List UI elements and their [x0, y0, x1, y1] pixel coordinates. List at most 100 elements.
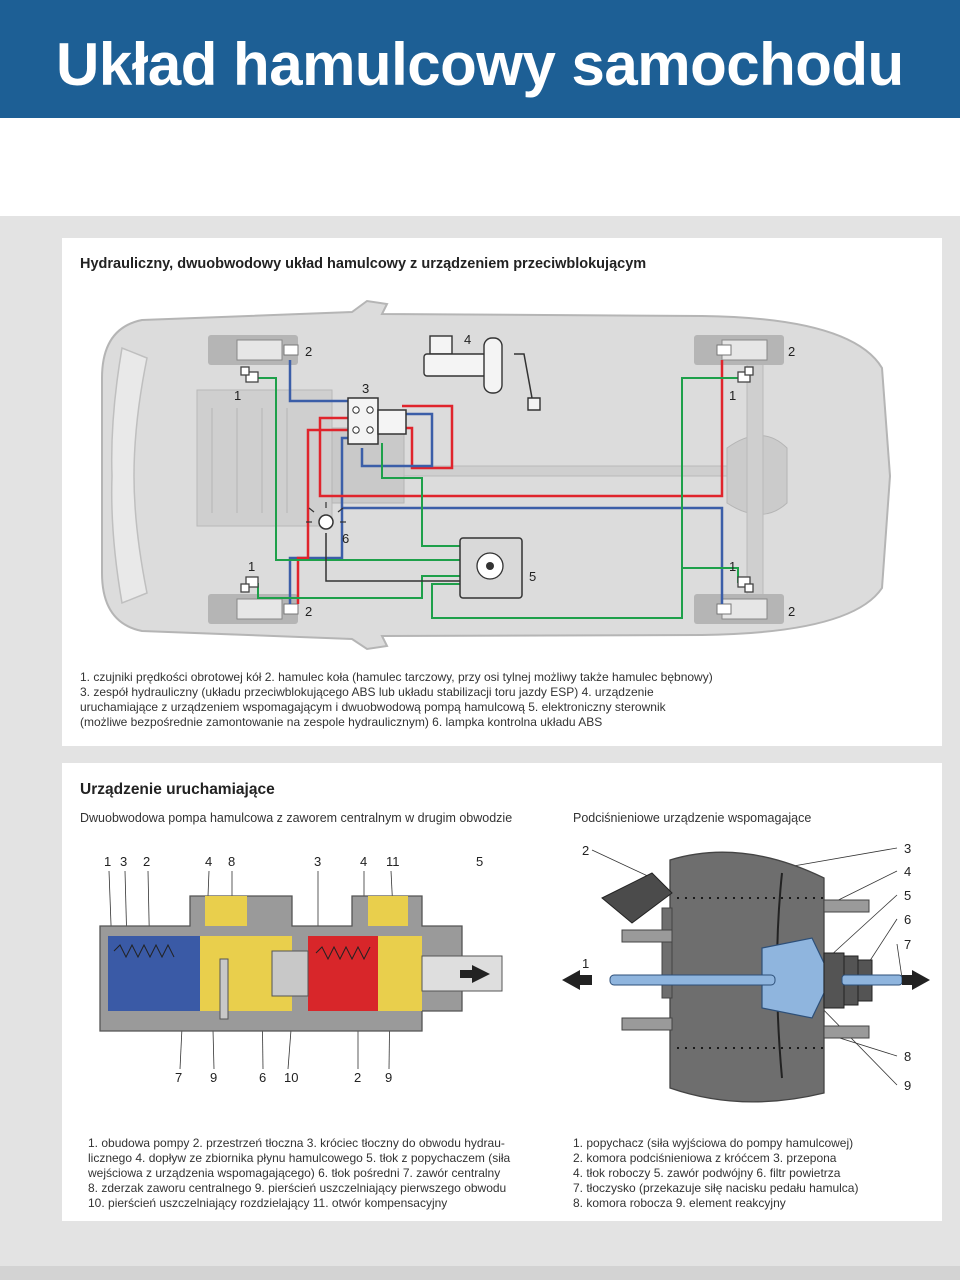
booster-legend-line: 7. tłoczysko (przekazuje siłę nacisku pe… [573, 1181, 859, 1195]
mc-bottom-label: 7 [175, 1070, 182, 1085]
force-arrow-icon [460, 965, 490, 983]
booster-legend-line: 8. komora robocza 9. element reakcyjny [573, 1196, 786, 1210]
booster-legend: 1. popychacz (siła wyjściowa do pompy ha… [573, 1136, 933, 1211]
mc-legend-line: licznego 4. dopływ ze zbiornika płynu ha… [88, 1151, 511, 1165]
abs-legend-line: 1. czujniki prędkości obrotowej kół 2. h… [80, 670, 713, 684]
mc-top-label: 2 [143, 854, 150, 869]
input-rod [841, 974, 903, 986]
mc-bottom-label: 9 [210, 1070, 217, 1085]
chamber-red [308, 936, 378, 1011]
abs-legend: 1. czujniki prędkości obrotowej kół 2. h… [80, 670, 930, 730]
intermediate-piston [271, 950, 309, 997]
actuation-section-title: Urządzenie uruchamiające [80, 781, 275, 798]
sensor-wire-3 [381, 443, 460, 547]
booster-label-9: 9 [904, 1078, 911, 1093]
wheel-sensor-rr [737, 576, 754, 593]
label-2-fl: 2 [305, 344, 312, 359]
mc-top-label: 4 [360, 854, 367, 869]
hydraulic-unit [347, 397, 407, 445]
booster-legend-line: 1. popychacz (siła wyjściowa do pompy ha… [573, 1136, 854, 1150]
wheel-rear-left [694, 335, 784, 365]
mc-bottom-label: 6 [259, 1070, 266, 1085]
label-3: 3 [362, 381, 369, 396]
label-1-fr: 1 [248, 559, 255, 574]
master-cylinder-subtitle: Dwuobwodowa pompa hamulcowa z zaworem ce… [80, 811, 513, 825]
booster-label-1: 1 [582, 956, 589, 971]
booster-label-5: 5 [904, 888, 911, 903]
label-5: 5 [529, 569, 536, 584]
mc-legend-line: 8. zderzak zaworu centralnego 9. pierści… [88, 1181, 507, 1195]
booster-label-3: 3 [904, 841, 911, 856]
chamber-blue [108, 936, 200, 1011]
booster-label-7: 7 [904, 937, 911, 952]
mc-legend-line: 1. obudowa pompy 2. przestrzeń tłoczna 3… [88, 1136, 505, 1150]
footer-strip [0, 1266, 960, 1280]
mc-top-label: 5 [476, 854, 483, 869]
mc-legend-line: 10. pierścień uszczelniający rozdzielają… [88, 1196, 448, 1210]
brake-line-blue-rr [342, 506, 724, 604]
mc-legend-line: wejściowa z urządzenia wspomagającego) 6… [88, 1166, 501, 1180]
label-1-fl: 1 [234, 388, 241, 403]
mc-bottom-label: 9 [385, 1070, 392, 1085]
brake-line-blue-fl [288, 360, 352, 403]
wheel-front-left [208, 335, 299, 365]
mc-top-label: 4 [205, 854, 212, 869]
booster-dome [661, 907, 673, 999]
rear-axle [746, 352, 764, 599]
wheel-sensor-fr [240, 576, 259, 593]
booster-subtitle: Podciśnieniowe urządzenie wspomagające [573, 811, 812, 825]
brake-booster-unit [423, 335, 541, 411]
vacuum-port [601, 872, 673, 924]
brake-line-red-rl [318, 360, 724, 498]
wheel-rear-right [694, 594, 784, 624]
mc-top-label: 8 [228, 854, 235, 869]
title-banner: Układ hamulcowy samochodu [0, 0, 960, 118]
master-cylinder-legend: 1. obudowa pompy 2. przestrzeń tłoczna 3… [88, 1136, 548, 1211]
vacuum-booster-diagram: 2 1 3 4 5 6 7 8 9 [562, 841, 930, 1103]
inlet-yellow-2 [368, 896, 408, 926]
booster-label-6: 6 [904, 912, 911, 927]
brake-line-red-fr [296, 428, 352, 604]
sensor-wire-fr [257, 575, 460, 599]
car-brake-diagram: 4 3 2 2 1 1 6 1 5 1 2 2 [101, 299, 892, 651]
central-valve [219, 958, 229, 1020]
wheel-front-right [208, 594, 299, 624]
abs-legend-line: (możliwe bezpośrednie zamontowanie na ze… [80, 715, 603, 729]
mc-top-label: 3 [314, 854, 321, 869]
booster-label-2: 2 [582, 843, 589, 858]
actuation-panel: Urządzenie uruchamiające Dwuobwodowa pom… [62, 763, 942, 1221]
booster-label-8: 8 [904, 1049, 911, 1064]
label-2-rl: 2 [788, 344, 795, 359]
booster-legend-line: 2. komora podciśnieniowa z króćcem 3. pr… [573, 1151, 837, 1165]
wheel-sensor-rl [737, 366, 754, 383]
master-cylinder-diagram: 1 3 2 4 8 3 4 11 5 7 9 6 10 2 9 [99, 854, 503, 1085]
abs-control-unit [459, 537, 523, 599]
booster-legend-line: 4. tłok roboczy 5. zawór podwójny 6. fil… [573, 1166, 841, 1180]
abs-lamp-icon [306, 502, 346, 530]
mc-bottom-label: 2 [354, 1070, 361, 1085]
booster-label-4: 4 [904, 864, 911, 879]
driveshaft [403, 465, 745, 477]
brake-line-red-main [402, 404, 454, 470]
abs-system-panel: Hydrauliczny, dwuobwodowy układ hamulcow… [62, 238, 942, 746]
engine-block [196, 389, 333, 527]
mc-top-label: 3 [120, 854, 127, 869]
lamp-wire [325, 533, 460, 582]
label-2-fr: 2 [305, 604, 312, 619]
brake-line-blue-fr [288, 436, 352, 604]
inlet-yellow-1 [205, 896, 247, 926]
abs-legend-line: uruchamiające z urządzeniem wspomagający… [80, 700, 666, 714]
mc-top-label: 11 [386, 854, 400, 869]
output-push-rod [609, 974, 776, 986]
output-arrow-icon [562, 970, 592, 990]
label-2-rr: 2 [788, 604, 795, 619]
header-spacer [0, 118, 960, 216]
mc-bottom-label: 10 [284, 1070, 298, 1085]
label-1-rr: 1 [729, 559, 736, 574]
chamber-yellow-2 [378, 936, 422, 1011]
sensor-wire-rl [431, 377, 738, 619]
input-arrow-icon [902, 970, 930, 990]
label-1-rl: 1 [729, 388, 736, 403]
windshield [110, 346, 148, 605]
page-title: Układ hamulcowy samochodu [56, 31, 904, 98]
